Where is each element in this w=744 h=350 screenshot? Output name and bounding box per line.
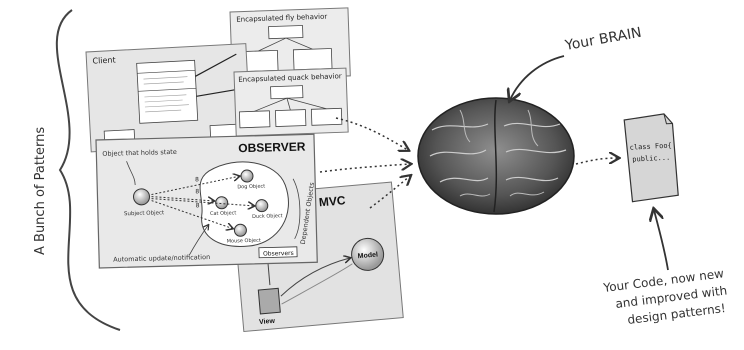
arrow-panels-to-brain-mid [319, 164, 410, 173]
panel-mvc-title: MVC [318, 193, 346, 209]
mvc-view-label: View [259, 318, 276, 326]
observer-note: Object that holds state [102, 148, 177, 158]
brain-illustration [417, 97, 575, 215]
subject-object-node [133, 188, 151, 206]
side-label: A Bunch of Patterns [33, 127, 48, 255]
arrow-brain-to-code [575, 158, 618, 165]
panel-client-title: Client [92, 55, 116, 65]
dog-object-label: Dog Object [237, 184, 265, 191]
mouse-object-label: Mouse Object [227, 238, 261, 245]
mouse-object-node [233, 223, 247, 237]
cat-object-label: Cat Object [210, 210, 237, 217]
notify-number-b: 8 [195, 188, 199, 195]
panel-encap-quack-title: Encapsulated quack behavior [238, 72, 342, 84]
panel-client: Client [85, 43, 252, 153]
panel-encap-fly-title: Encapsulated fly behavior [236, 13, 327, 24]
duck-object-label: Duck Object [252, 213, 283, 220]
notify-number-c: 8 [196, 202, 200, 209]
panel-encap-fly: Encapsulated fly behavior [229, 7, 351, 81]
observers-box [258, 246, 298, 259]
subject-object-label: Subject Object [124, 210, 165, 217]
left-brace [55, 9, 121, 331]
observers-box-label: Observers [263, 250, 294, 258]
cat-object-node [215, 196, 229, 210]
panel-encap-quack: Encapsulated quack behavior [233, 67, 349, 137]
code-label-arrow [654, 210, 669, 271]
code-line-2: public... [632, 154, 670, 164]
duck-object-node [255, 199, 269, 213]
notify-number-a: 8 [195, 176, 199, 183]
dog-object-node [240, 169, 254, 183]
mvc-model-label: Model [357, 252, 378, 261]
panel-observer-title: OBSERVER [238, 140, 306, 156]
dependents-blob [199, 161, 289, 247]
mvc-view-node [257, 287, 281, 315]
auto-update-label: Automatic update/notification [113, 253, 210, 264]
code-line-1: class Foo{ [629, 142, 672, 152]
panel-observer: OBSERVER Object that holds state Subject… [95, 133, 318, 269]
brain-label: Your BRAIN [563, 25, 643, 54]
code-document: class Foo{ public... [623, 113, 679, 203]
brain-label-arrow [510, 55, 565, 100]
